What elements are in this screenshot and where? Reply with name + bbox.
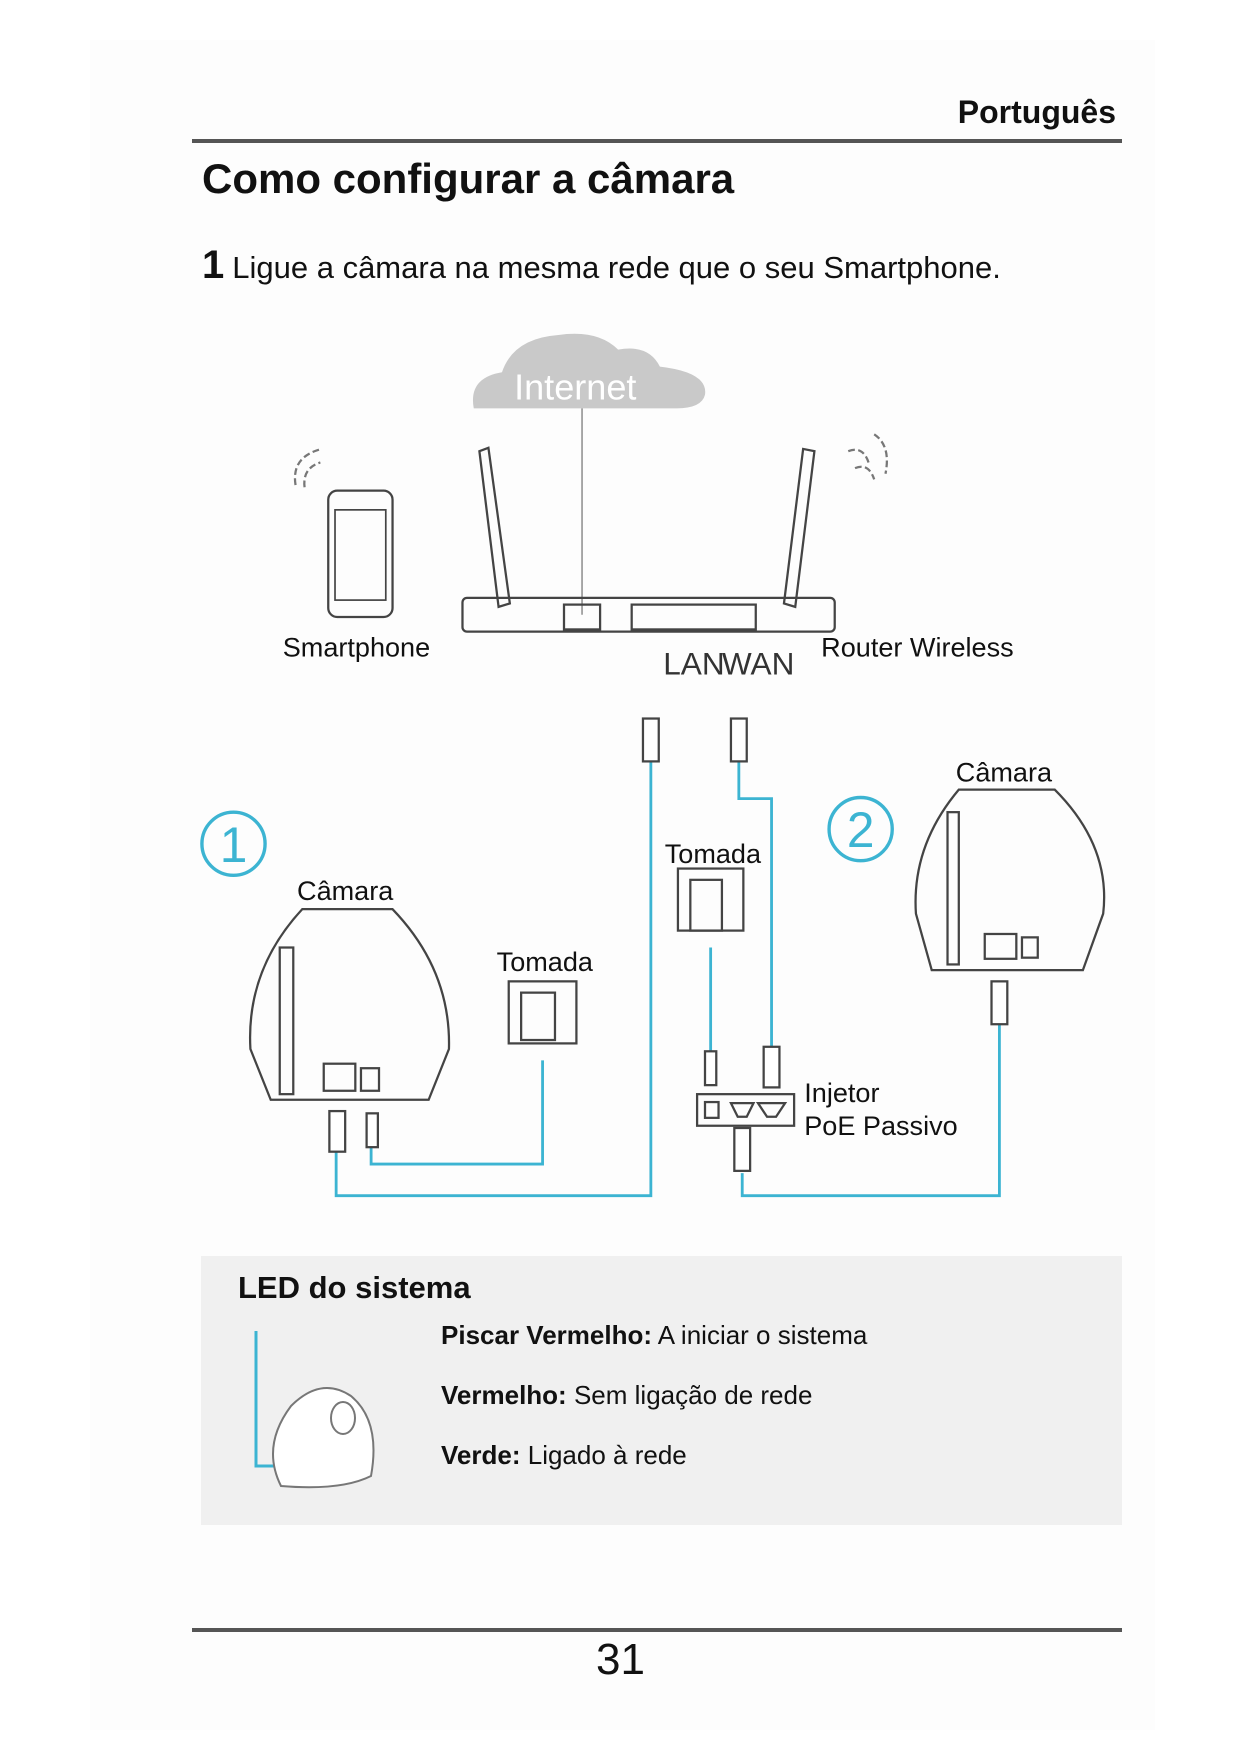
smartphone-icon bbox=[293, 447, 394, 619]
footer-rule bbox=[192, 1628, 1122, 1632]
led-item-text: A iniciar o sistema bbox=[657, 1320, 868, 1350]
injector-label-1: Injetor bbox=[804, 1077, 879, 1108]
step-number: 1 bbox=[202, 243, 225, 287]
led-item-red: Vermelho: Sem ligação de rede bbox=[441, 1380, 812, 1411]
led-item-green: Verde: Ligado à rede bbox=[441, 1440, 687, 1471]
led-item-text: Ligado à rede bbox=[527, 1440, 687, 1470]
option-1-number: 1 bbox=[220, 817, 248, 873]
cloud-icon bbox=[472, 333, 706, 409]
led-item-text: Sem ligação de rede bbox=[573, 1380, 813, 1410]
page-number: 31 bbox=[596, 1635, 645, 1684]
step-text: Ligue a câmara na mesma rede que o seu S… bbox=[232, 250, 1001, 285]
outlet-2-label: Tomada bbox=[665, 838, 762, 869]
router-label: Router Wireless bbox=[821, 631, 1014, 662]
led-info-panel: LED do sistema Piscar Vermelho: A inicia… bbox=[201, 1256, 1122, 1525]
led-item-label: Piscar Vermelho: bbox=[441, 1320, 652, 1350]
option-2-badge bbox=[827, 795, 894, 863]
led-title: LED do sistema bbox=[238, 1270, 471, 1305]
page-title: Como configurar a câmara bbox=[202, 155, 735, 202]
led-item-blinking-red: Piscar Vermelho: A iniciar o sistema bbox=[441, 1320, 867, 1351]
led-item-label: Verde: bbox=[441, 1440, 521, 1470]
network-cables bbox=[334, 761, 1001, 1198]
led-item-label: Vermelho: bbox=[441, 1380, 567, 1410]
injector-label-2: PoE Passivo bbox=[804, 1110, 957, 1141]
rj45-connectors bbox=[328, 717, 1009, 1172]
smartphone-label: Smartphone bbox=[283, 631, 430, 662]
option-2-number: 2 bbox=[847, 802, 875, 858]
power-outlet-2-icon bbox=[676, 867, 745, 932]
camera-1-label: Câmara bbox=[297, 875, 394, 906]
language-label: Português bbox=[957, 94, 1116, 130]
poe-injector-icon bbox=[695, 1093, 796, 1127]
lan-label: LAN bbox=[663, 646, 724, 682]
camera-led-icon bbox=[254, 1331, 375, 1489]
router-icon bbox=[461, 433, 889, 633]
outlet-1-label: Tomada bbox=[497, 946, 594, 977]
camera-2-icon bbox=[914, 788, 1106, 972]
internet-label: Internet bbox=[514, 366, 636, 407]
option-1-badge bbox=[200, 810, 267, 878]
header-rule bbox=[192, 139, 1122, 143]
camera-2-label: Câmara bbox=[956, 757, 1053, 788]
power-outlet-1-icon bbox=[507, 980, 578, 1045]
wan-label: WAN bbox=[722, 646, 795, 682]
camera-1-icon bbox=[248, 908, 451, 1101]
